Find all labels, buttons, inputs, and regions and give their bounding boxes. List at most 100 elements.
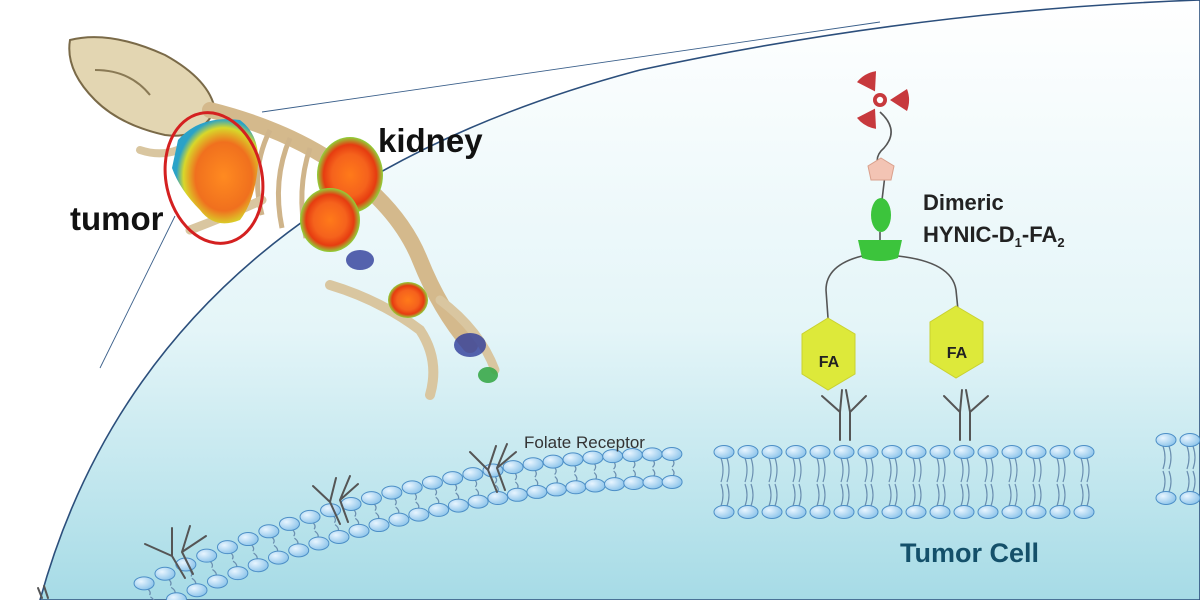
lipid-head [237, 532, 259, 547]
lipid-tail [1162, 445, 1166, 470]
lipid-head [623, 476, 645, 491]
lipid-head [216, 540, 238, 555]
lipid-head [1179, 491, 1200, 505]
lipid-head [186, 583, 208, 598]
lipid-head [641, 447, 663, 462]
lipid-head [428, 502, 450, 517]
lipid-tail [960, 483, 964, 507]
lipid-tail [774, 483, 778, 507]
lipid-tail [798, 483, 802, 507]
tumor-cell-label: Tumor Cell [900, 538, 1039, 568]
folate-receptor-icon [469, 443, 517, 493]
lipid-head [584, 478, 606, 493]
lipid-head [388, 512, 410, 527]
lipid-tail [720, 483, 724, 507]
lipid-tail [936, 457, 940, 483]
lipid-head [408, 507, 430, 522]
lipid-tail [792, 483, 796, 507]
lipid-head [785, 505, 807, 519]
lipid-tail [816, 483, 820, 507]
lipid-head [977, 445, 999, 459]
lipid-head [785, 445, 807, 459]
lipid-head [761, 445, 783, 459]
lipid-head [833, 505, 855, 519]
lipid-tail [918, 457, 922, 483]
lipid-head [267, 550, 289, 565]
lipid-head [1073, 505, 1095, 519]
mouse-scan-image [68, 36, 500, 400]
lipid-head [1025, 505, 1047, 519]
kidney-label: kidney [378, 122, 483, 159]
lipid-head [526, 484, 548, 499]
lipid-head [809, 505, 831, 519]
lipid-head [227, 566, 249, 581]
lipid-head [421, 475, 443, 490]
tumor-highlight-circle [163, 111, 265, 245]
linker-arm-left [825, 255, 863, 319]
folate-receptor-icon [943, 389, 989, 441]
lipid-tail [1056, 457, 1060, 483]
lipid-head [1025, 445, 1047, 459]
green-dimer-core [858, 240, 902, 261]
lipid-head [320, 503, 342, 518]
lipid-head [1049, 505, 1071, 519]
lipid-head [487, 491, 509, 506]
lipid-head [308, 536, 330, 551]
lipid-tail [990, 457, 994, 483]
lipid-tail [864, 457, 868, 483]
lipid-tail [894, 483, 898, 507]
lipid-tail [888, 483, 892, 507]
lipid-head [809, 445, 831, 459]
lipid-tail [918, 483, 922, 507]
dimeric-label: Dimeric [923, 190, 1004, 215]
lipid-head [258, 524, 280, 539]
lipid-head [642, 475, 664, 490]
lipid-tail [768, 457, 772, 483]
lipid-head [565, 480, 587, 495]
lipid-tail [792, 457, 796, 483]
lipid-head [1001, 445, 1023, 459]
lipid-tail [1038, 483, 1042, 507]
lipid-head [1049, 445, 1071, 459]
lipid-head [737, 505, 759, 519]
lipid-tail [1014, 457, 1018, 483]
lipid-tail [1186, 470, 1190, 493]
lipid-tail [1080, 483, 1084, 507]
lipid-head [196, 548, 218, 563]
lipid-head [833, 445, 855, 459]
lipid-tail [150, 596, 155, 600]
lipid-tail [1192, 470, 1196, 493]
lipid-head [905, 505, 927, 519]
lipid-tail [1168, 445, 1172, 470]
lipid-head [1001, 505, 1023, 519]
lipid-head [857, 445, 879, 459]
lipid-tail [798, 457, 802, 483]
lipid-head [661, 447, 683, 462]
lipid-tail [912, 483, 916, 507]
lipid-tail [1086, 457, 1090, 483]
lipid-head [929, 505, 951, 519]
lipid-head [881, 505, 903, 519]
folate-receptor-label: Folate Receptor [524, 433, 645, 452]
lipid-tail [1080, 457, 1084, 483]
lipid-tail [936, 483, 940, 507]
lipid-head [1073, 445, 1095, 459]
lipid-tail [984, 457, 988, 483]
zoom-line-top [261, 21, 881, 113]
dimeric-compound: FA FA [801, 71, 984, 391]
lipid-head [447, 498, 469, 513]
lipid-head [506, 487, 528, 502]
lipid-tail [744, 483, 748, 507]
lipid-tail [1062, 483, 1066, 507]
green-linker [871, 198, 891, 232]
lipid-tail [984, 483, 988, 507]
lipid-head [522, 457, 544, 472]
lipid-tail [1192, 445, 1196, 470]
radiation-icon [856, 71, 909, 129]
lipid-head [953, 505, 975, 519]
lipid-head [761, 505, 783, 519]
lipid-tail [966, 457, 970, 483]
lipid-tail [840, 457, 844, 483]
lipid-tail [822, 483, 826, 507]
cell-membrane-flat [713, 433, 1200, 519]
